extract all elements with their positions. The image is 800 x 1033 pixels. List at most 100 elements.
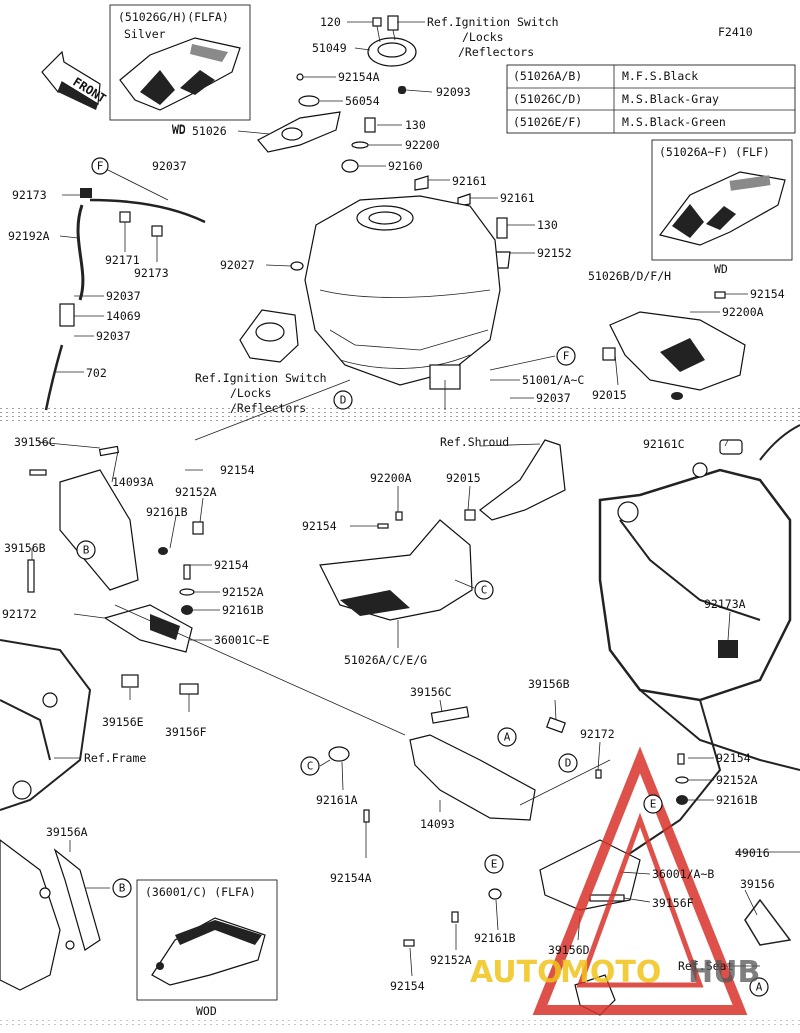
figure-code: F2410 bbox=[718, 25, 753, 39]
part-label: Ref.Frame bbox=[84, 751, 146, 765]
drawing bbox=[0, 4, 800, 1028]
ignition-switch-cap-part bbox=[367, 15, 417, 94]
inset-flf-frame bbox=[651, 139, 793, 261]
part-label: 92152A bbox=[222, 585, 264, 599]
svg-text:C: C bbox=[307, 760, 314, 773]
side-cover-center-part bbox=[319, 439, 566, 621]
part-label: 92171 bbox=[105, 253, 140, 267]
part-label: 51026 bbox=[192, 124, 227, 138]
part-label: 14069 bbox=[106, 309, 141, 323]
part-label: 49016 bbox=[735, 846, 770, 860]
side-cover-upper-right-part bbox=[602, 291, 746, 400]
part-label: 39156F bbox=[652, 896, 694, 910]
callout-marker: C bbox=[300, 756, 320, 776]
svg-text:F: F bbox=[97, 160, 104, 173]
part-label: 702 bbox=[86, 366, 107, 380]
part-label: 130 bbox=[537, 218, 558, 232]
label-layer: F2410 FRONT (51026G/H)(FLFA) Silver WD (… bbox=[2, 10, 785, 1018]
part-label: 92154 bbox=[750, 287, 785, 301]
svg-text:E: E bbox=[650, 798, 657, 811]
part-label: 130 bbox=[405, 118, 426, 132]
part-label: 92161 bbox=[452, 174, 487, 188]
part-label: 92037 bbox=[536, 391, 571, 405]
part-label: 92161B bbox=[222, 603, 264, 617]
part-label: 92161C bbox=[643, 437, 685, 451]
part-label: 92154A bbox=[330, 871, 372, 885]
part-label: 92200 bbox=[405, 138, 440, 152]
color-table-code: (51026E/F) bbox=[513, 115, 582, 129]
callout-marker: B bbox=[76, 540, 96, 560]
part-label: 51001/A~C bbox=[522, 373, 584, 387]
part-label: 92154 bbox=[214, 558, 249, 572]
color-table-color: M.S.Black-Gray bbox=[622, 92, 719, 106]
callout-marker: A bbox=[497, 727, 517, 747]
inset-title: (51026A~F) (FLF) bbox=[659, 145, 770, 159]
part-label: 92015 bbox=[592, 388, 627, 402]
inset-title: (51026G/H)(FLFA) bbox=[118, 10, 229, 24]
part-label: Ref.Ignition Switch bbox=[427, 15, 559, 29]
fuel-tank-part bbox=[304, 195, 501, 390]
svg-text:D: D bbox=[565, 757, 572, 770]
callout-marker: F bbox=[91, 157, 109, 175]
svg-text:A: A bbox=[756, 981, 763, 994]
inset-caption: WOD bbox=[196, 1004, 217, 1018]
part-label: 92161B bbox=[716, 793, 758, 807]
part-label: 92152A bbox=[175, 485, 217, 499]
part-label: 39156 bbox=[740, 877, 775, 891]
part-label: WD bbox=[172, 122, 186, 136]
callout-marker: E bbox=[643, 794, 663, 814]
watermark-text: AUTO MOTO HUB bbox=[470, 955, 760, 990]
watermark-brand-left: AUTO bbox=[470, 955, 563, 990]
watermark-brand-mid: MOTO bbox=[560, 955, 661, 990]
part-label: 39156E bbox=[102, 715, 144, 729]
callout-layer: F F D B C C A D E E B A bbox=[76, 157, 769, 997]
part-label: Ref.Seat bbox=[678, 959, 733, 973]
front-arrow-icon bbox=[41, 50, 101, 110]
part-label: 92152A bbox=[430, 953, 472, 967]
part-label: 14093 bbox=[420, 817, 455, 831]
part-label: 51026A/C/E/G bbox=[344, 653, 427, 667]
part-label: 36001/A~B bbox=[652, 867, 714, 881]
ignition-switch-body-part bbox=[239, 261, 304, 363]
inset-caption: WD bbox=[172, 123, 186, 137]
scan-tear-band bbox=[0, 405, 800, 421]
part-label: 92037 bbox=[106, 289, 141, 303]
part-label: 120 bbox=[320, 15, 341, 29]
part-label: 92172 bbox=[580, 727, 615, 741]
part-label: 92015 bbox=[446, 471, 481, 485]
part-label: 92093 bbox=[436, 85, 471, 99]
callout-marker: F bbox=[556, 346, 576, 366]
color-table-code: (51026C/D) bbox=[513, 92, 582, 106]
part-label: 92173 bbox=[12, 188, 47, 202]
part-label: 39156B bbox=[4, 541, 46, 555]
part-label: 92037 bbox=[152, 159, 187, 173]
part-label: 51049 bbox=[312, 41, 347, 55]
part-label: 39156C bbox=[410, 685, 452, 699]
leader-lines bbox=[31, 21, 800, 977]
part-label: 92161A bbox=[316, 793, 358, 807]
bolts-group bbox=[341, 117, 511, 269]
color-table-color: M.S.Black-Green bbox=[622, 115, 726, 129]
part-label: /Reflectors bbox=[458, 45, 534, 59]
part-label: 92152A bbox=[716, 773, 758, 787]
part-label: 92173A bbox=[704, 597, 746, 611]
svg-text:F: F bbox=[563, 350, 570, 363]
color-table-code: (51026A/B) bbox=[513, 69, 582, 83]
callout-marker: B bbox=[112, 878, 132, 898]
part-label: 92154 bbox=[220, 463, 255, 477]
callout-marker: E bbox=[484, 854, 504, 874]
tank-top-cover-part bbox=[257, 111, 341, 153]
callout-marker: C bbox=[474, 580, 494, 600]
scan-bottom-band bbox=[0, 1018, 800, 1028]
part-label: 92192A bbox=[8, 229, 50, 243]
part-label: 92161B bbox=[146, 505, 188, 519]
part-label: 39156C bbox=[14, 435, 56, 449]
part-label: 92154 bbox=[302, 519, 337, 533]
inset-silver-cover-part bbox=[119, 37, 241, 111]
callout-marker: D bbox=[333, 390, 353, 410]
part-label: Ref.Ignition Switch bbox=[195, 371, 327, 385]
part-label: 92037 bbox=[96, 329, 131, 343]
svg-text:B: B bbox=[119, 882, 126, 895]
part-label: 39156F bbox=[165, 725, 207, 739]
